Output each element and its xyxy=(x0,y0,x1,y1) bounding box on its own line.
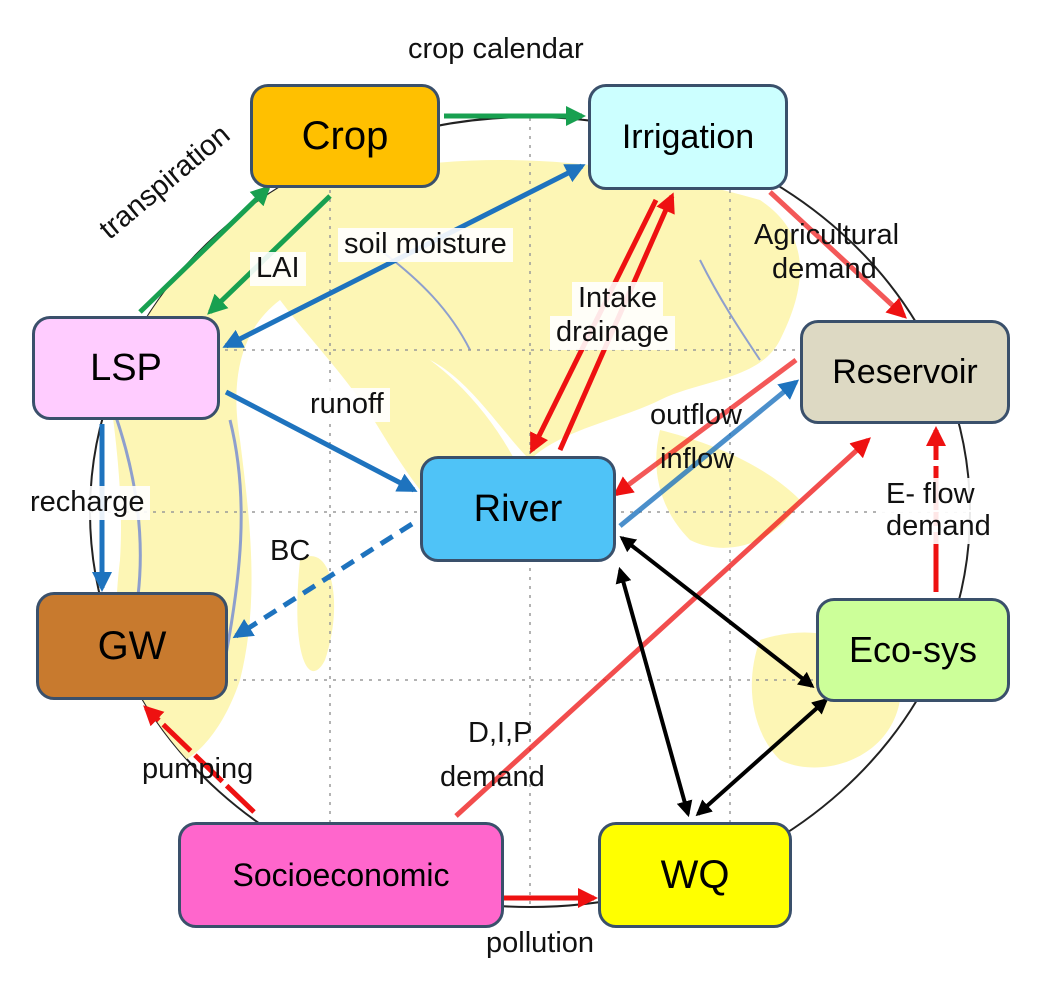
label-intake: Intake xyxy=(572,282,663,316)
node-irrigation: Irrigation xyxy=(588,84,788,190)
label-runoff: runoff xyxy=(304,388,390,422)
label-outflow: outflow xyxy=(650,399,742,431)
arrow-ecosys-wq xyxy=(695,697,829,817)
arrow-river-wq xyxy=(615,566,693,818)
arrow-pumping xyxy=(143,705,256,814)
arrow-outflow xyxy=(612,357,798,497)
label-recharge: recharge xyxy=(24,486,151,520)
label-agricultural: Agricultural xyxy=(754,219,900,251)
arrow-inflow xyxy=(618,379,800,528)
label-demand: demand xyxy=(440,761,545,793)
label-inflow: inflow xyxy=(660,443,735,475)
arrow-river-ecosys xyxy=(619,536,815,688)
label-bc: BC xyxy=(270,535,311,567)
label-pumping: pumping xyxy=(142,753,254,785)
label-dip: D,I,P xyxy=(468,717,533,749)
arrow-runoff xyxy=(224,389,418,493)
madagascar-landmass xyxy=(297,556,335,672)
label-pollution: pollution xyxy=(486,927,595,959)
node-gw: GW xyxy=(36,592,228,700)
node-crop: Crop xyxy=(250,84,440,188)
label-drainage: drainage xyxy=(550,316,675,350)
arrow-agricultural-demand xyxy=(768,190,907,319)
node-reservoir: Reservoir xyxy=(800,320,1010,424)
node-lsp: LSP xyxy=(32,316,220,420)
label-lai: LAI xyxy=(250,252,306,286)
arrow-bc xyxy=(232,521,414,639)
node-river: River xyxy=(420,456,616,562)
label-crop-calendar: crop calendar xyxy=(408,33,584,65)
label-soil-moisture: soil moisture xyxy=(338,228,513,262)
label-agricultural-demand: demand xyxy=(772,253,877,285)
node-ecosys: Eco-sys xyxy=(816,598,1010,702)
label-eflow-demand: demand xyxy=(880,510,997,544)
label-eflow: E- flow xyxy=(880,478,981,512)
node-wq: WQ xyxy=(598,822,792,928)
southeast-asia-landmass xyxy=(656,430,800,548)
node-socioeconomic: Socioeconomic xyxy=(178,822,504,928)
